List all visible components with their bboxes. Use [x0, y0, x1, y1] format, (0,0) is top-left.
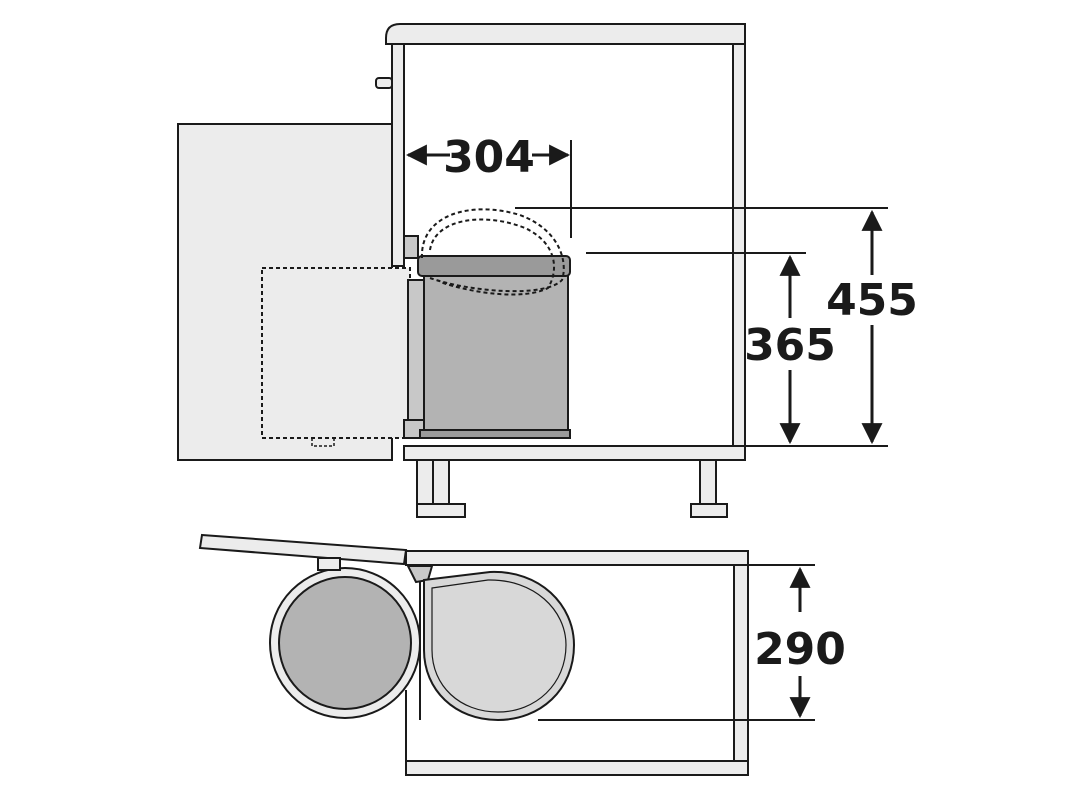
bin-body	[423, 273, 569, 433]
dim-365-label: 365	[744, 320, 836, 371]
dim-290-label: 290	[754, 624, 846, 675]
plan-door	[198, 533, 408, 566]
hinge-bracket-top	[403, 235, 419, 259]
plan-bin-swung-out	[278, 576, 412, 710]
countertop	[385, 23, 746, 45]
plan-bin-inside	[423, 570, 576, 722]
lid-open-dashed	[420, 208, 565, 296]
dim-455-label: 455	[826, 275, 918, 326]
plan-view: 290	[198, 533, 846, 776]
bin-base	[419, 429, 571, 439]
bin-pulled-out-outline	[261, 267, 411, 439]
cabinet-left-wall	[391, 43, 405, 267]
bin-lid	[417, 255, 571, 277]
dim-304-label: 304	[443, 132, 535, 183]
side-view: 304 455 365	[177, 23, 918, 518]
wall-knob	[375, 77, 393, 89]
cabinet-legs	[416, 459, 728, 518]
cabinet-right-wall	[732, 43, 746, 447]
cabinet-bottom	[403, 445, 746, 461]
